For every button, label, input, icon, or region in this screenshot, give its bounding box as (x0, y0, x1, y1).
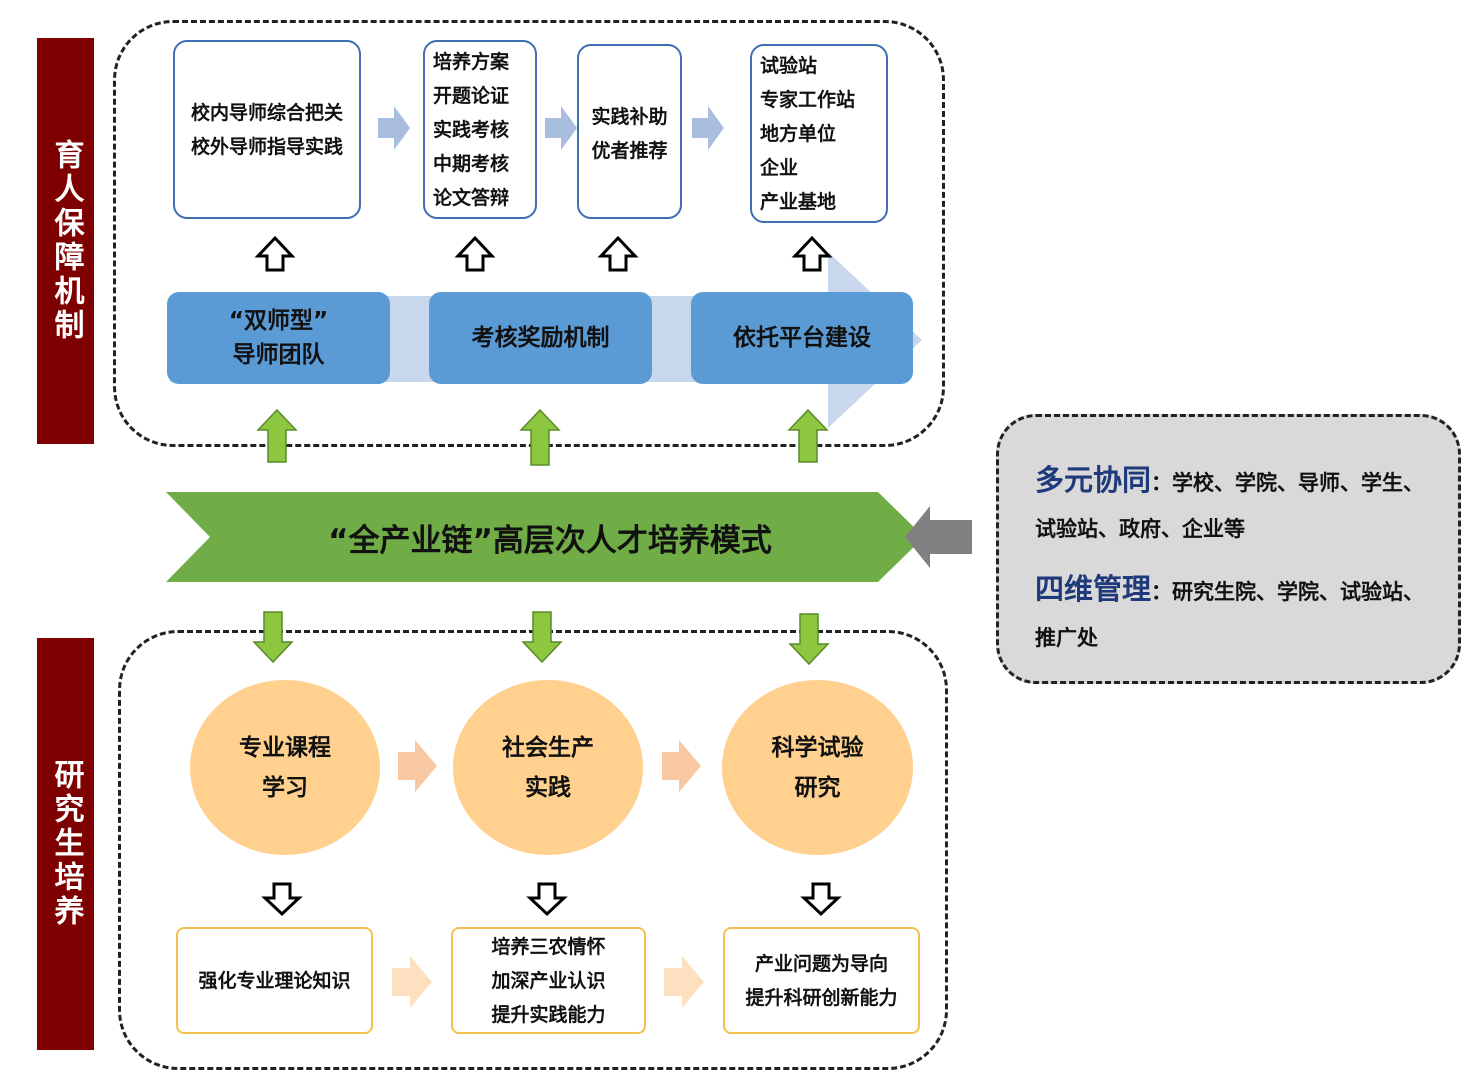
up-green-arrow-1 (256, 408, 298, 463)
main-banner: “全产业链”高层次人才培养模式 (210, 492, 890, 582)
top-box-platforms: 试验站 专家工作站 地方单位 企业 产业基地 (750, 44, 888, 223)
main-banner-shape (166, 492, 924, 582)
up-green-arrow-3 (787, 408, 829, 463)
circle-social-practice: 社会生产 实践 (453, 680, 643, 855)
bottom-box-3-line-1: 产业问题为导向 (754, 952, 888, 975)
top-box-4-line-5: 产业基地 (760, 190, 837, 213)
top-box-2-line-2: 开题论证 (433, 84, 510, 107)
top-arrow-3 (692, 106, 724, 150)
bottom-box-innovation: 产业问题为导向 提升科研创新能力 (723, 927, 920, 1034)
up-green-arrow-2 (519, 408, 561, 466)
top-box-4-line-2: 专家工作站 (760, 88, 856, 111)
mechanism-1-line-1: “双师型” (228, 308, 329, 334)
mechanism-dual-mentor: “双师型” 导师团队 (167, 292, 390, 384)
side-item-2-text: 研究生院、学院、试验站、推广处 (1035, 580, 1425, 650)
top-box-4-line-3: 地方单位 (760, 122, 837, 145)
top-box-2-line-1: 培养方案 (433, 50, 510, 73)
top-box-4-line-4: 企业 (760, 156, 799, 179)
mechanism-1-line-2: 导师团队 (232, 342, 325, 368)
side-gray-arrow (905, 506, 972, 568)
mechanism-platform: 依托平台建设 (691, 292, 913, 384)
bottom-arrow-1 (392, 956, 432, 1008)
top-box-1-line-1: 校内导师综合把关 (190, 101, 343, 124)
circle-3-line-2: 研究 (794, 774, 841, 801)
label-top-text: 育人保障机制 (48, 139, 84, 343)
top-box-3-line-1: 实践补助 (591, 106, 668, 128)
circle-3-line-1: 科学试验 (771, 734, 864, 761)
mechanism-2-line-1: 考核奖励机制 (471, 325, 610, 351)
up-hollow-arrow-4 (791, 235, 833, 272)
down-hollow-arrow-3 (800, 882, 842, 917)
label-bar-top: 育人保障机制 (37, 38, 94, 444)
side-item-management: 四维管理：研究生院、学院、试验站、推广处 (1035, 566, 1428, 661)
circle-2-line-2: 实践 (525, 774, 571, 801)
mechanism-3-line-1: 依托平台建设 (733, 325, 871, 351)
top-box-subsidy: 实践补助 优者推荐 (577, 44, 682, 219)
down-hollow-arrow-1 (261, 882, 303, 917)
side-panel: 多元协同：学校、学院、导师、学生、试验站、政府、企业等 四维管理：研究生院、学院… (996, 414, 1461, 684)
side-item-collaboration: 多元协同：学校、学院、导师、学生、试验站、政府、企业等 (1035, 457, 1428, 552)
side-item-1-title: 多元协同 (1035, 463, 1152, 497)
down-green-arrow-3 (788, 613, 830, 666)
top-box-training-plan: 培养方案 开题论证 实践考核 中期考核 论文答辩 (423, 40, 537, 219)
bottom-box-2-line-1: 培养三农情怀 (491, 935, 606, 958)
circle-1-line-2: 学习 (262, 774, 308, 801)
mechanism-assessment: 考核奖励机制 (429, 292, 652, 384)
circle-arrow-1 (398, 740, 437, 792)
main-banner-text: “全产业链”高层次人才培养模式 (328, 522, 772, 559)
bottom-box-3-line-2: 提升科研创新能力 (745, 986, 898, 1009)
down-hollow-arrow-2 (526, 882, 568, 917)
top-arrow-2 (545, 106, 577, 150)
circle-2-line-1: 社会生产 (502, 734, 594, 761)
circle-1-line-1: 专业课程 (239, 734, 331, 761)
top-box-2-line-3: 实践考核 (433, 118, 510, 141)
down-green-arrow-1 (252, 611, 294, 664)
label-bar-bottom: 研究生培养 (37, 638, 94, 1050)
top-dashed-group (113, 20, 945, 447)
top-box-4-line-1: 试验站 (760, 54, 818, 77)
up-hollow-arrow-3 (597, 235, 639, 272)
circle-scientific-research: 科学试验 研究 (722, 680, 913, 855)
side-item-2-separator: ： (1151, 580, 1173, 604)
top-box-mentors: 校内导师综合把关 校外导师指导实践 (173, 40, 361, 219)
bottom-box-2-line-3: 提升实践能力 (491, 1003, 606, 1026)
bottom-box-theory: 强化专业理论知识 (176, 927, 373, 1034)
label-bottom-text: 研究生培养 (48, 759, 84, 929)
top-box-3-line-2: 优者推荐 (591, 140, 668, 162)
top-box-1-line-2: 校外导师指导实践 (190, 135, 343, 158)
circle-arrow-2 (662, 740, 701, 792)
top-box-2-line-5: 论文答辩 (433, 186, 510, 209)
bottom-arrow-2 (664, 956, 704, 1008)
up-hollow-arrow-2 (454, 235, 496, 272)
down-green-arrow-2 (521, 611, 563, 664)
up-hollow-arrow-1 (254, 235, 296, 272)
top-arrow-1 (378, 106, 410, 150)
side-item-1-separator: ： (1151, 471, 1173, 495)
top-box-2-line-4: 中期考核 (433, 152, 510, 175)
side-item-2-title: 四维管理 (1035, 572, 1152, 606)
bottom-box-practice: 培养三农情怀 加深产业认识 提升实践能力 (451, 927, 646, 1034)
bottom-box-2-line-2: 加深产业认识 (491, 969, 606, 992)
side-item-1-text: 学校、学院、导师、学生、试验站、政府、企业等 (1035, 471, 1425, 541)
bottom-box-1-line-1: 强化专业理论知识 (198, 969, 351, 992)
circle-course-study: 专业课程 学习 (190, 680, 380, 855)
